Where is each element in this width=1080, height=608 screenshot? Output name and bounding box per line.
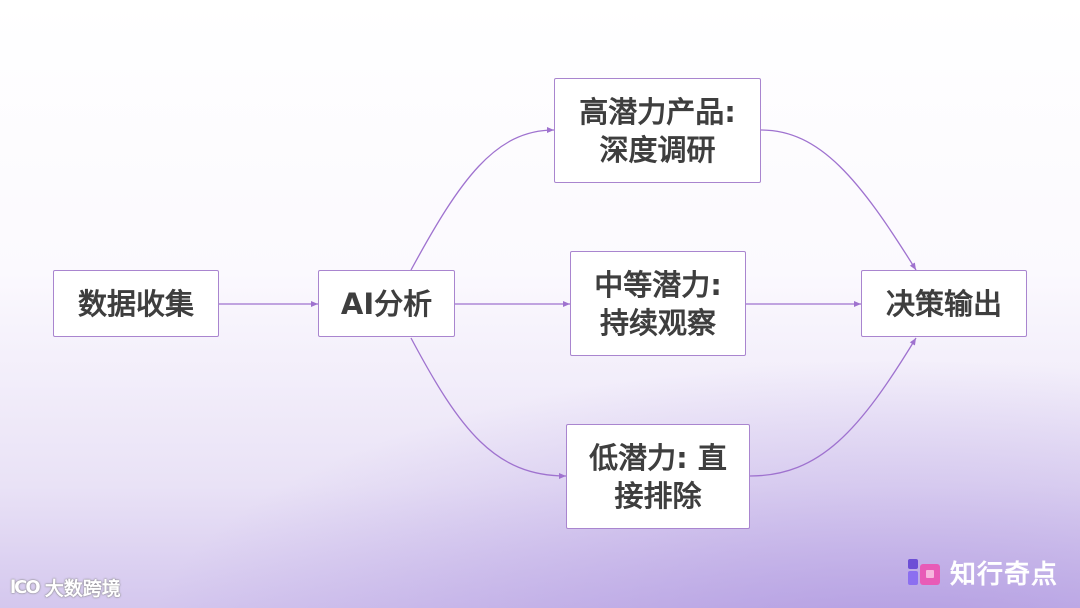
brand-name: 知行奇点 xyxy=(949,559,1058,590)
node-data-collection-label: 数据收集 xyxy=(77,286,194,321)
arrow-analyze-to-low xyxy=(410,337,567,479)
node-data-collection: 数据收集 xyxy=(53,270,219,337)
watermark: lCO 大数跨境 xyxy=(10,572,121,602)
arrow-analyze-to-high xyxy=(410,127,555,271)
watermark-logo-icon: lCO xyxy=(10,576,41,598)
arrow-low-to-output xyxy=(749,337,917,477)
node-high-potential-label: 高潜力产品: 深度调研 xyxy=(579,94,736,167)
node-medium-potential: 中等潜力: 持续观察 xyxy=(570,251,746,356)
watermark-text: 大数跨境 xyxy=(44,577,121,600)
node-ai-analysis: AI分析 xyxy=(318,270,455,337)
brand-logo-icon xyxy=(907,556,940,588)
brand-logo-block: 知行奇点 xyxy=(907,554,1058,590)
node-decision-output-label: 决策输出 xyxy=(885,286,1002,321)
node-decision-output: 决策输出 xyxy=(861,270,1027,337)
node-high-potential: 高潜力产品: 深度调研 xyxy=(554,78,761,183)
node-medium-potential-label: 中等潜力: 持续观察 xyxy=(594,267,722,340)
arrow-high-to-output xyxy=(760,129,917,271)
node-low-potential-label: 低潜力: 直 接排除 xyxy=(589,440,727,513)
node-ai-analysis-label: AI分析 xyxy=(340,286,433,321)
node-low-potential: 低潜力: 直 接排除 xyxy=(566,424,750,529)
